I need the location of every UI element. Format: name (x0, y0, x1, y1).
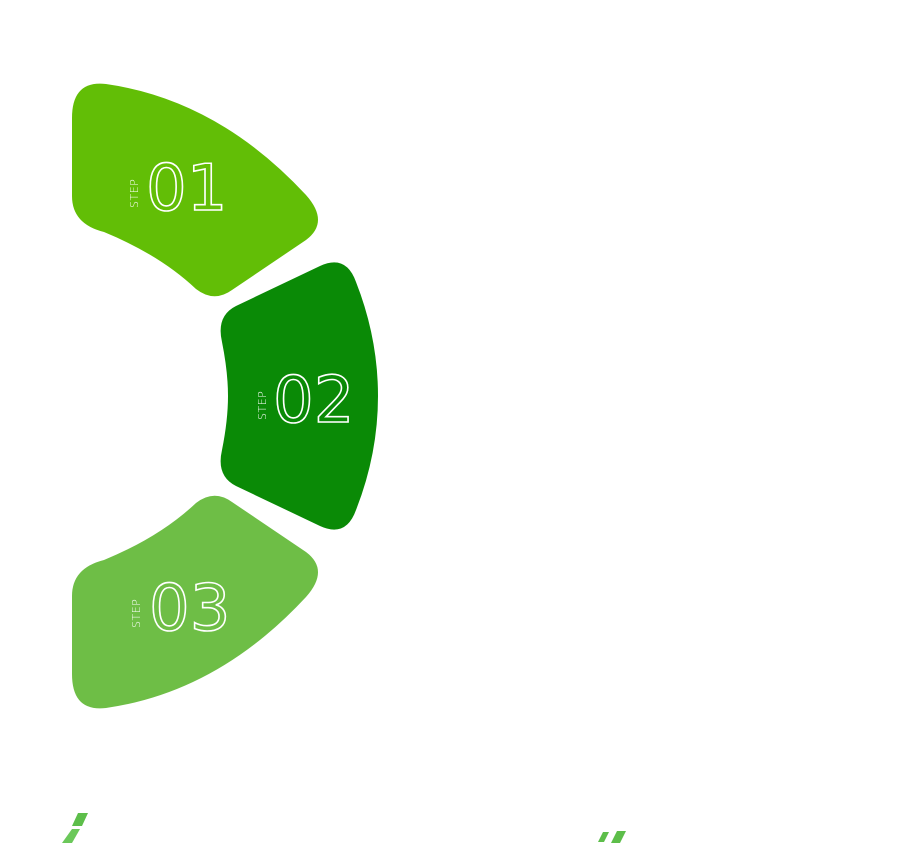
step-03-shape (72, 495, 318, 709)
step-02-label: STEP (256, 391, 269, 420)
right-quote-mark-icon (598, 831, 626, 843)
step-02-shape (220, 262, 378, 530)
step-03-label: STEP (130, 599, 143, 628)
step-01-label: STEP (128, 179, 141, 208)
step-01-shape (72, 83, 318, 297)
step-01-segment: STEP 01 (72, 83, 318, 297)
step-02-segment: STEP 02 (220, 262, 378, 530)
step-03-number: 03 (149, 572, 230, 646)
step-02-number: 02 (273, 364, 354, 438)
step-03-segment: STEP 03 (72, 495, 318, 709)
left-slash-mark-icon (62, 813, 88, 843)
step-01-number: 01 (146, 152, 227, 226)
